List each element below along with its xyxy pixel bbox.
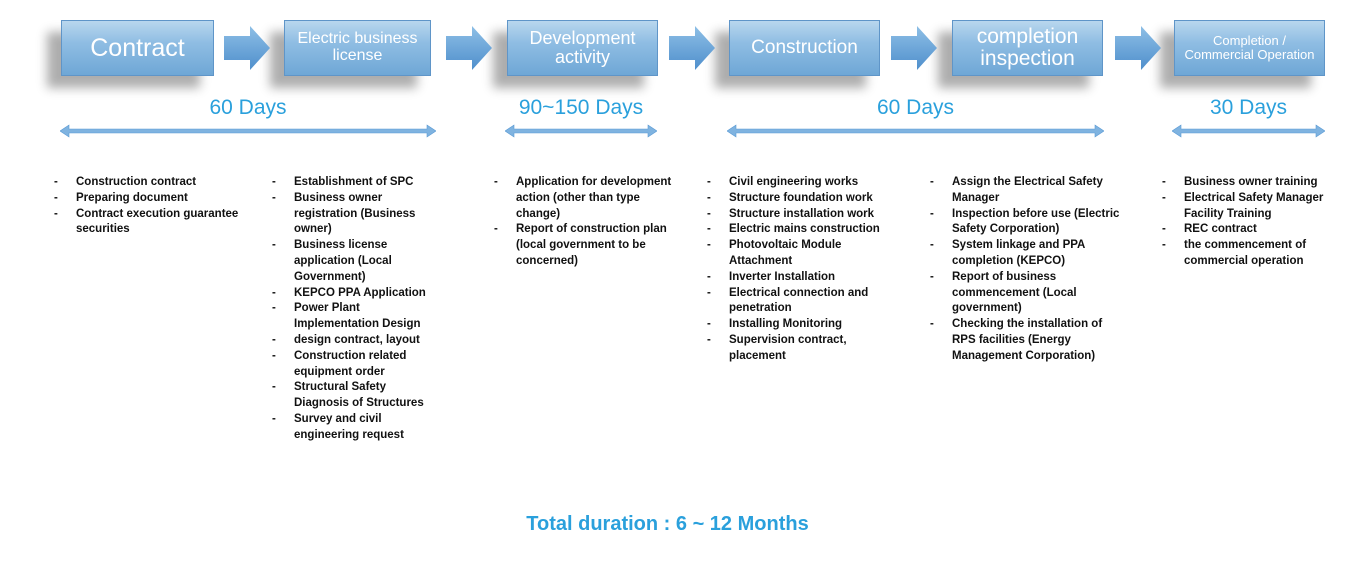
flow-arrow-icon	[446, 26, 492, 70]
task-list-development: Application for development action (othe…	[494, 175, 674, 270]
duration-label: 60 Days	[876, 96, 955, 119]
stage-label: completion inspection	[976, 24, 1079, 70]
task-item: Contract execution guarantee securities	[54, 207, 249, 239]
duration-label: 30 Days	[1209, 96, 1288, 119]
double-arrow-icon	[60, 124, 436, 138]
task-item: Checking the installation of RPS facilit…	[930, 317, 1125, 364]
task-item: Assign the Electrical Safety Manager	[930, 175, 1125, 207]
stage-label: Electric business license	[297, 30, 418, 64]
stage-electric-business-license: Electric business license	[284, 20, 431, 76]
task-item: Business owner training	[1162, 175, 1352, 191]
task-item: Structure foundation work	[707, 191, 897, 207]
task-item: System linkage and PPA completion (KEPCO…	[930, 238, 1125, 270]
flow-arrow-icon	[1115, 26, 1161, 70]
task-item: the commencement of commercial operation	[1162, 238, 1352, 270]
flow-arrow-icon	[224, 26, 270, 70]
flow-arrow-icon	[669, 26, 715, 70]
task-item: Survey and civil engineering request	[272, 412, 442, 444]
stage-label: Contract	[90, 33, 185, 62]
task-list-license: Establishment of SPCBusiness owner regis…	[272, 175, 442, 444]
total-duration: Total duration : 6 ~ 12 Months	[526, 513, 809, 535]
flow-arrow-icon	[891, 26, 937, 70]
task-list-contract: Construction contractPreparing documentC…	[54, 175, 249, 238]
task-item: Report of construction plan (local gover…	[494, 222, 674, 269]
task-item: Electrical connection and penetration	[707, 286, 897, 318]
double-arrow-icon	[505, 124, 657, 138]
task-item: Construction related equipment order	[272, 349, 442, 381]
task-list-operation: Business owner trainingElectrical Safety…	[1162, 175, 1352, 270]
stage-completion-inspection: completion inspection	[952, 20, 1103, 76]
stage-contract: Contract	[61, 20, 214, 76]
task-item: Report of business commencement (Local g…	[930, 270, 1125, 317]
stage-label: Construction	[751, 37, 858, 59]
task-item: Construction contract	[54, 175, 249, 191]
task-item: Installing Monitoring	[707, 317, 897, 333]
task-item: Application for development action (othe…	[494, 175, 674, 222]
stage-label: Completion / Commercial Operation	[1184, 33, 1315, 62]
task-item: Inverter Installation	[707, 270, 897, 286]
task-item: Business owner registration (Business ow…	[272, 191, 442, 238]
task-item: Photovoltaic Module Attachment	[707, 238, 897, 270]
duration-label: 90~150 Days	[518, 96, 644, 119]
task-item: design contract, layout	[272, 333, 442, 349]
double-arrow-icon	[1172, 124, 1325, 138]
task-item: KEPCO PPA Application	[272, 286, 442, 302]
task-list-inspection: Assign the Electrical Safety ManagerInsp…	[930, 175, 1125, 365]
stage-development-activity: Development activity	[507, 20, 658, 76]
task-item: Structural Safety Diagnosis of Structure…	[272, 380, 442, 412]
task-item: Establishment of SPC	[272, 175, 442, 191]
task-item: Structure installation work	[707, 207, 897, 223]
task-item: Electrical Safety Manager Facility Train…	[1162, 191, 1352, 223]
task-item: Preparing document	[54, 191, 249, 207]
task-item: Electric mains construction	[707, 222, 897, 238]
task-item: Civil engineering works	[707, 175, 897, 191]
duration-label: 60 Days	[209, 96, 287, 119]
stage-label: Development activity	[529, 28, 636, 67]
double-arrow-icon	[727, 124, 1104, 138]
task-list-construction: Civil engineering worksStructure foundat…	[707, 175, 897, 365]
stage-construction: Construction	[729, 20, 880, 76]
task-item: Power Plant Implementation Design	[272, 301, 442, 333]
task-item: Inspection before use (Electric Safety C…	[930, 207, 1125, 239]
task-item: Business license application (Local Gove…	[272, 238, 442, 285]
stage-commercial-operation: Completion / Commercial Operation	[1174, 20, 1325, 76]
task-item: Supervision contract, placement	[707, 333, 897, 365]
task-item: REC contract	[1162, 222, 1352, 238]
